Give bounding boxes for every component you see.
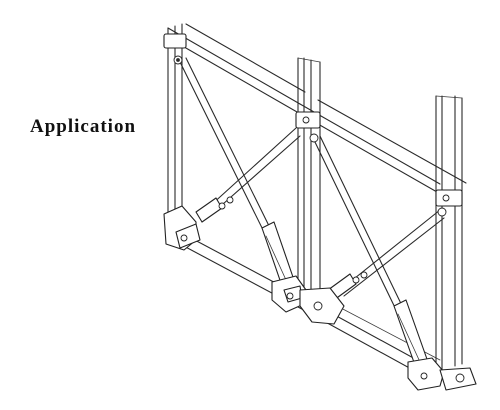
turnbuckle-body <box>261 221 295 287</box>
top-rails <box>167 23 467 197</box>
turnbuckle-body <box>393 299 429 369</box>
top-connectors <box>163 33 463 217</box>
right-bay-bracing <box>313 135 445 369</box>
turnbuckle-body <box>195 197 223 223</box>
left-bay-bracing <box>179 57 301 287</box>
base-brackets <box>163 205 477 391</box>
caption-label: Application <box>30 116 137 137</box>
posts <box>167 23 463 375</box>
